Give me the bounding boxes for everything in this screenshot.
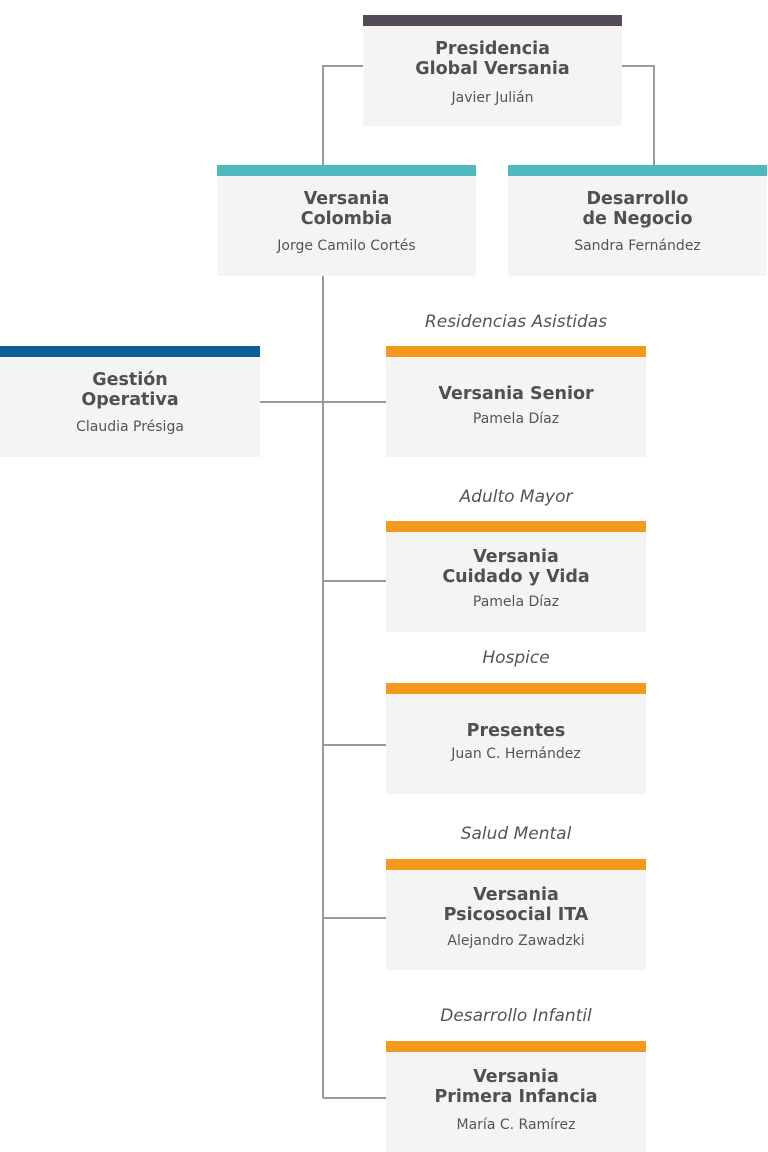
box-title-line: Versania — [473, 1067, 559, 1087]
box-title-line: Operativa — [81, 390, 179, 410]
box-title-line: Versania Senior — [438, 384, 594, 404]
box-versania-colombia: Versania Colombia Jorge Camilo Cortés — [217, 165, 476, 276]
box-header-bar — [217, 165, 476, 176]
box-title-line: Versania — [473, 547, 559, 567]
box-versania-psicosocial: Versania Psicosocial ITA Alejandro Zawad… — [386, 859, 646, 970]
box-header-bar — [386, 683, 646, 694]
box-title: Versania Primera Infancia — [386, 1067, 646, 1107]
box-person: María C. Ramírez — [456, 1117, 576, 1133]
box-person: Juan C. Hernández — [451, 746, 581, 762]
box-title-line: Versania — [473, 885, 559, 905]
box-title-line: Gestión — [92, 370, 168, 390]
connector-presidencia-colombia — [322, 65, 363, 165]
box-header-bar — [386, 346, 646, 357]
box-title: Gestión Operativa — [0, 370, 260, 410]
box-title-line: Colombia — [300, 209, 393, 229]
category-label-infantil: Desarrollo Infantil — [440, 1006, 592, 1026]
box-title: Presentes — [386, 721, 646, 741]
box-person: Javier Julián — [451, 90, 534, 106]
box-title: Presidencia Global Versania — [363, 39, 622, 79]
box-versania-primera-infancia: Versania Primera Infancia María C. Ramír… — [386, 1041, 646, 1152]
category-label-hospice: Hospice — [482, 648, 550, 668]
box-header-bar — [386, 1041, 646, 1052]
box-gestion-operativa: Gestión Operativa Claudia Présiga — [0, 346, 260, 457]
category-label-adulto: Adulto Mayor — [459, 487, 573, 507]
box-person: Claudia Présiga — [76, 419, 184, 435]
box-header-bar — [508, 165, 767, 176]
box-title-line: Psicosocial ITA — [443, 905, 589, 925]
box-presidencia-global: Presidencia Global Versania Javier Juliá… — [363, 15, 622, 126]
box-person: Jorge Camilo Cortés — [277, 238, 416, 254]
box-title-line: Presidencia — [435, 39, 550, 59]
box-title-line: Cuidado y Vida — [442, 567, 590, 587]
box-title-line: de Negocio — [582, 209, 693, 229]
box-title-line: Global Versania — [415, 59, 570, 79]
box-presentes: Presentes Juan C. Hernández — [386, 683, 646, 794]
box-header-bar — [363, 15, 622, 26]
box-person: Pamela Díaz — [472, 594, 560, 610]
box-desarrollo-negocio: Desarrollo de Negocio Sandra Fernández — [508, 165, 767, 276]
box-versania-senior: Versania Senior Pamela Díaz — [386, 346, 646, 457]
box-title: Desarrollo de Negocio — [508, 189, 767, 229]
box-title: Versania Senior — [386, 384, 646, 404]
box-title: Versania Psicosocial ITA — [386, 885, 646, 925]
box-header-bar — [386, 859, 646, 870]
box-person: Alejandro Zawadzki — [447, 933, 585, 949]
box-title-line: Desarrollo — [586, 189, 689, 209]
box-title: Versania Cuidado y Vida — [386, 547, 646, 587]
box-title-line: Versania — [303, 189, 390, 209]
box-person: Sandra Fernández — [574, 238, 701, 254]
box-header-bar — [0, 346, 260, 357]
box-header-bar — [386, 521, 646, 532]
category-label-residencias: Residencias Asistidas — [424, 312, 608, 332]
connector-presidencia-desarrollo — [622, 65, 655, 165]
box-title: Versania Colombia — [217, 189, 476, 229]
box-title-line: Primera Infancia — [434, 1087, 598, 1107]
box-title-line: Presentes — [466, 721, 566, 741]
box-person: Pamela Díaz — [472, 411, 560, 427]
box-versania-cuidado: Versania Cuidado y Vida Pamela Díaz — [386, 521, 646, 632]
category-label-salud: Salud Mental — [460, 824, 572, 844]
